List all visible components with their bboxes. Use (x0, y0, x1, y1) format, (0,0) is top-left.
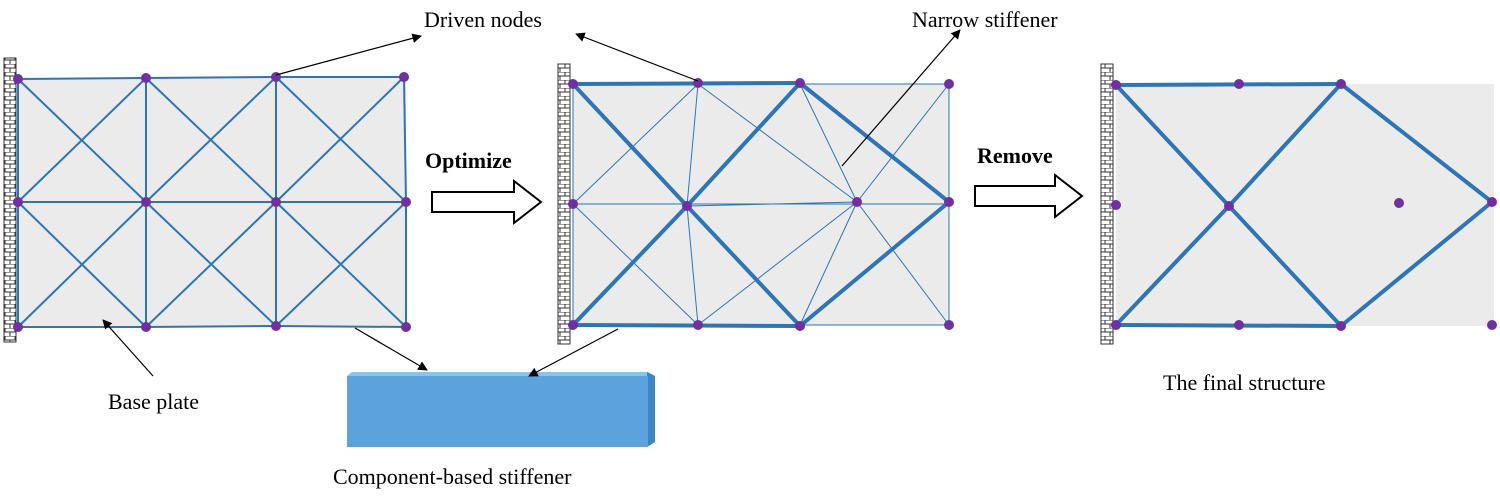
component-stiffener-top (347, 372, 655, 376)
leader-lines (102, 29, 961, 377)
label-optimize: Optimize (425, 148, 512, 173)
leader-component-1 (354, 327, 428, 371)
label-driven-nodes: Driven nodes (424, 7, 542, 32)
label-narrow-stiffener: Narrow stiffener (912, 7, 1058, 32)
label-component-stiffener: Component-based stiffener (333, 464, 572, 489)
leader-driven-nodes-1 (275, 33, 422, 76)
leader-driven-nodes-2 (575, 32, 699, 82)
final-nodes (1111, 79, 1497, 331)
component-stiffener-block (347, 372, 655, 447)
leader-narrow-stiffener (841, 29, 961, 167)
leader-component-2 (528, 328, 619, 377)
remove-arrow (974, 172, 1084, 220)
optimize-arrow (431, 178, 543, 226)
final-members (1114, 82, 1494, 328)
panel-final-structure (1100, 63, 1497, 345)
panel-optimized-structure (557, 63, 954, 345)
leader-base-plate (102, 319, 154, 377)
initial-members (17, 76, 407, 329)
label-final-structure: The final structure (1163, 370, 1326, 395)
panel-initial-ground-structure (3, 57, 411, 343)
component-stiffener-side (647, 372, 655, 447)
optimized-nodes (568, 78, 954, 331)
label-base-plate: Base plate (108, 389, 199, 414)
label-remove: Remove (977, 143, 1053, 168)
optimized-thick-members (571, 81, 951, 328)
component-stiffener-front (347, 376, 648, 447)
